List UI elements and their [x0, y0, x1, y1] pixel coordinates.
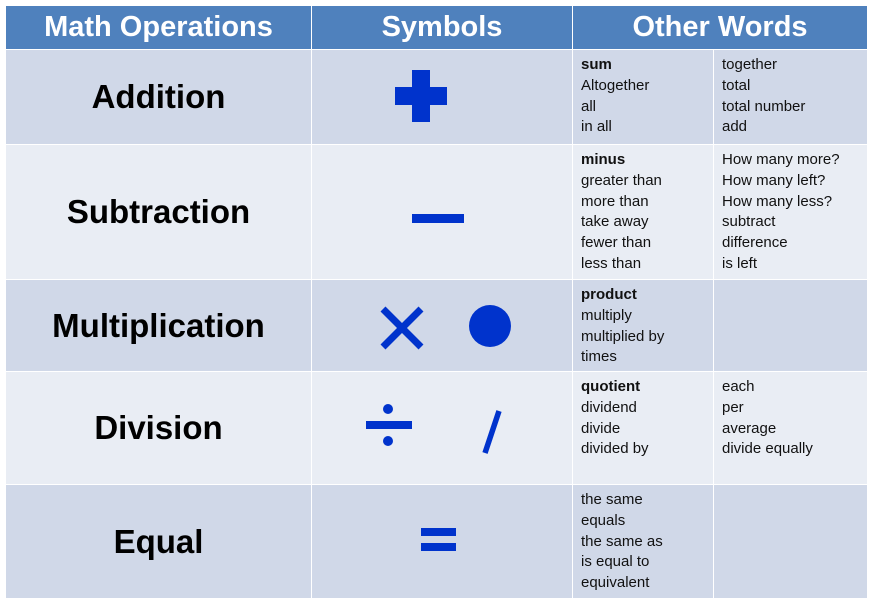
word: total number	[722, 97, 806, 115]
operation-name: Equal	[6, 485, 311, 598]
other-words-left: quotient dividend divide divided by	[573, 372, 713, 484]
other-words-left: product multiply multiplied by times	[573, 280, 713, 371]
word-keyword: quotient	[581, 378, 641, 395]
times-icon	[380, 306, 424, 350]
word: is left	[722, 254, 758, 272]
word: divide	[581, 419, 621, 437]
word: in all	[581, 118, 612, 136]
word: divided by	[581, 440, 649, 458]
symbol-cell	[312, 280, 572, 371]
other-words-right: together total total number add	[714, 50, 867, 144]
symbol-cell	[312, 372, 572, 484]
word: together	[722, 56, 778, 73]
table-row-equal: Equal the same equals the same as is equ…	[6, 485, 867, 598]
word: How many more?	[722, 151, 840, 168]
symbol-cell	[312, 485, 572, 598]
operation-name: Addition	[6, 50, 311, 144]
dot-icon	[469, 305, 511, 347]
other-words-left: the same equals the same as is equal to …	[573, 485, 713, 598]
word: fewer than	[581, 234, 652, 252]
other-words-left: minus greater than more than take away f…	[573, 145, 713, 279]
word: subtract	[722, 213, 776, 231]
header-symbols: Symbols	[312, 6, 572, 49]
symbol-cell	[312, 50, 572, 144]
word: How many less?	[722, 192, 833, 210]
word: each	[722, 378, 755, 395]
math-operations-table: Math Operations Symbols Other Words Addi…	[6, 6, 867, 598]
word: difference	[722, 234, 788, 252]
word: multiplied by	[581, 327, 665, 345]
word-keyword: product	[581, 286, 637, 303]
word: times	[581, 348, 617, 366]
operation-name: Subtraction	[6, 145, 311, 279]
word: Altogether	[581, 76, 650, 94]
word: the same	[581, 491, 643, 508]
word-keyword: minus	[581, 151, 626, 168]
word: average	[722, 419, 777, 437]
word: greater than	[581, 171, 662, 189]
word: per	[722, 398, 744, 416]
word: all	[581, 97, 597, 115]
table-row-subtraction: Subtraction minus greater than more than…	[6, 145, 867, 279]
other-words-right: each per average divide equally	[714, 372, 867, 484]
word-keyword: sum	[581, 56, 612, 73]
symbol-cell	[312, 145, 572, 279]
operation-name: Division	[6, 372, 311, 484]
other-words-right	[714, 280, 867, 371]
word: How many left?	[722, 171, 826, 189]
other-words-left: sum Altogether all in all	[573, 50, 713, 144]
word: multiply	[581, 306, 632, 324]
word: is equal to	[581, 553, 650, 571]
minus-icon	[412, 214, 464, 223]
word: the same as	[581, 532, 663, 550]
word: less than	[581, 254, 642, 272]
word: divide equally	[722, 440, 813, 458]
table-row-division: Division quotient dividend divide divide…	[6, 372, 867, 484]
word: more than	[581, 192, 649, 210]
slash-icon	[482, 410, 502, 454]
table-row-multiplication: Multiplication product multiply multipli…	[6, 280, 867, 371]
word: take away	[581, 213, 649, 231]
header-math-operations: Math Operations	[6, 6, 311, 49]
word: equivalent	[581, 574, 650, 592]
word: dividend	[581, 398, 637, 416]
header-other-words: Other Words	[573, 6, 867, 49]
operation-name: Multiplication	[6, 280, 311, 371]
other-words-right: How many more? How many left? How many l…	[714, 145, 867, 279]
word: total	[722, 76, 751, 94]
table-row-addition: Addition sum Altogether all in all toget…	[6, 50, 867, 144]
word: add	[722, 118, 748, 136]
word: equals	[581, 511, 626, 529]
other-words-right	[714, 485, 867, 598]
